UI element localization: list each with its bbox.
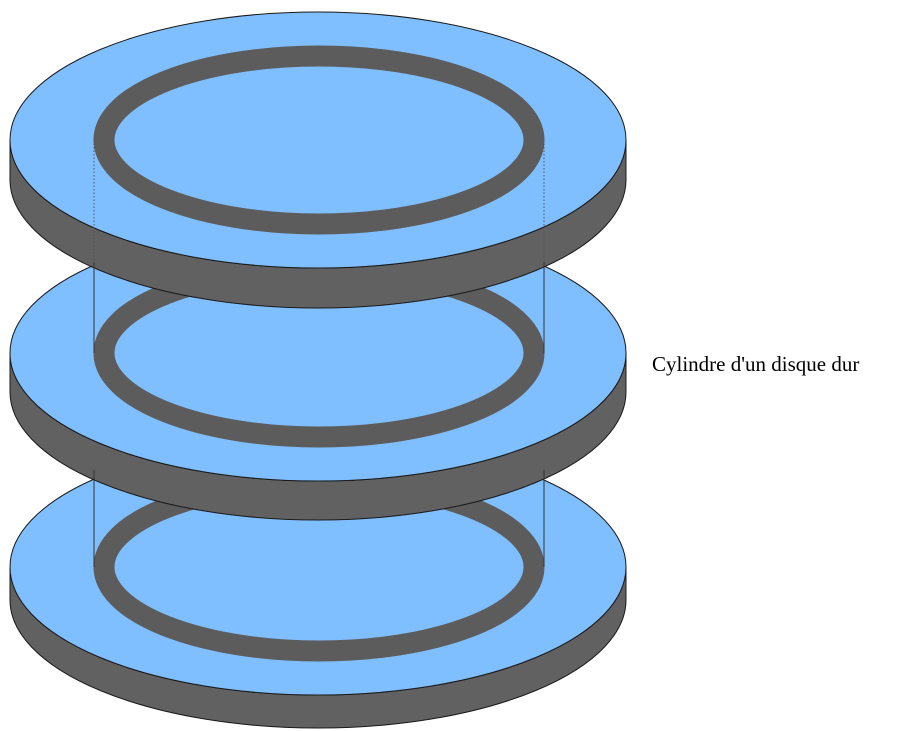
top-platter-track (93, 45, 545, 235)
diagram-caption: Cylindre d'un disque dur (652, 352, 860, 376)
top-platter (9, 11, 627, 309)
cylinder-guide-lines (93, 140, 545, 567)
